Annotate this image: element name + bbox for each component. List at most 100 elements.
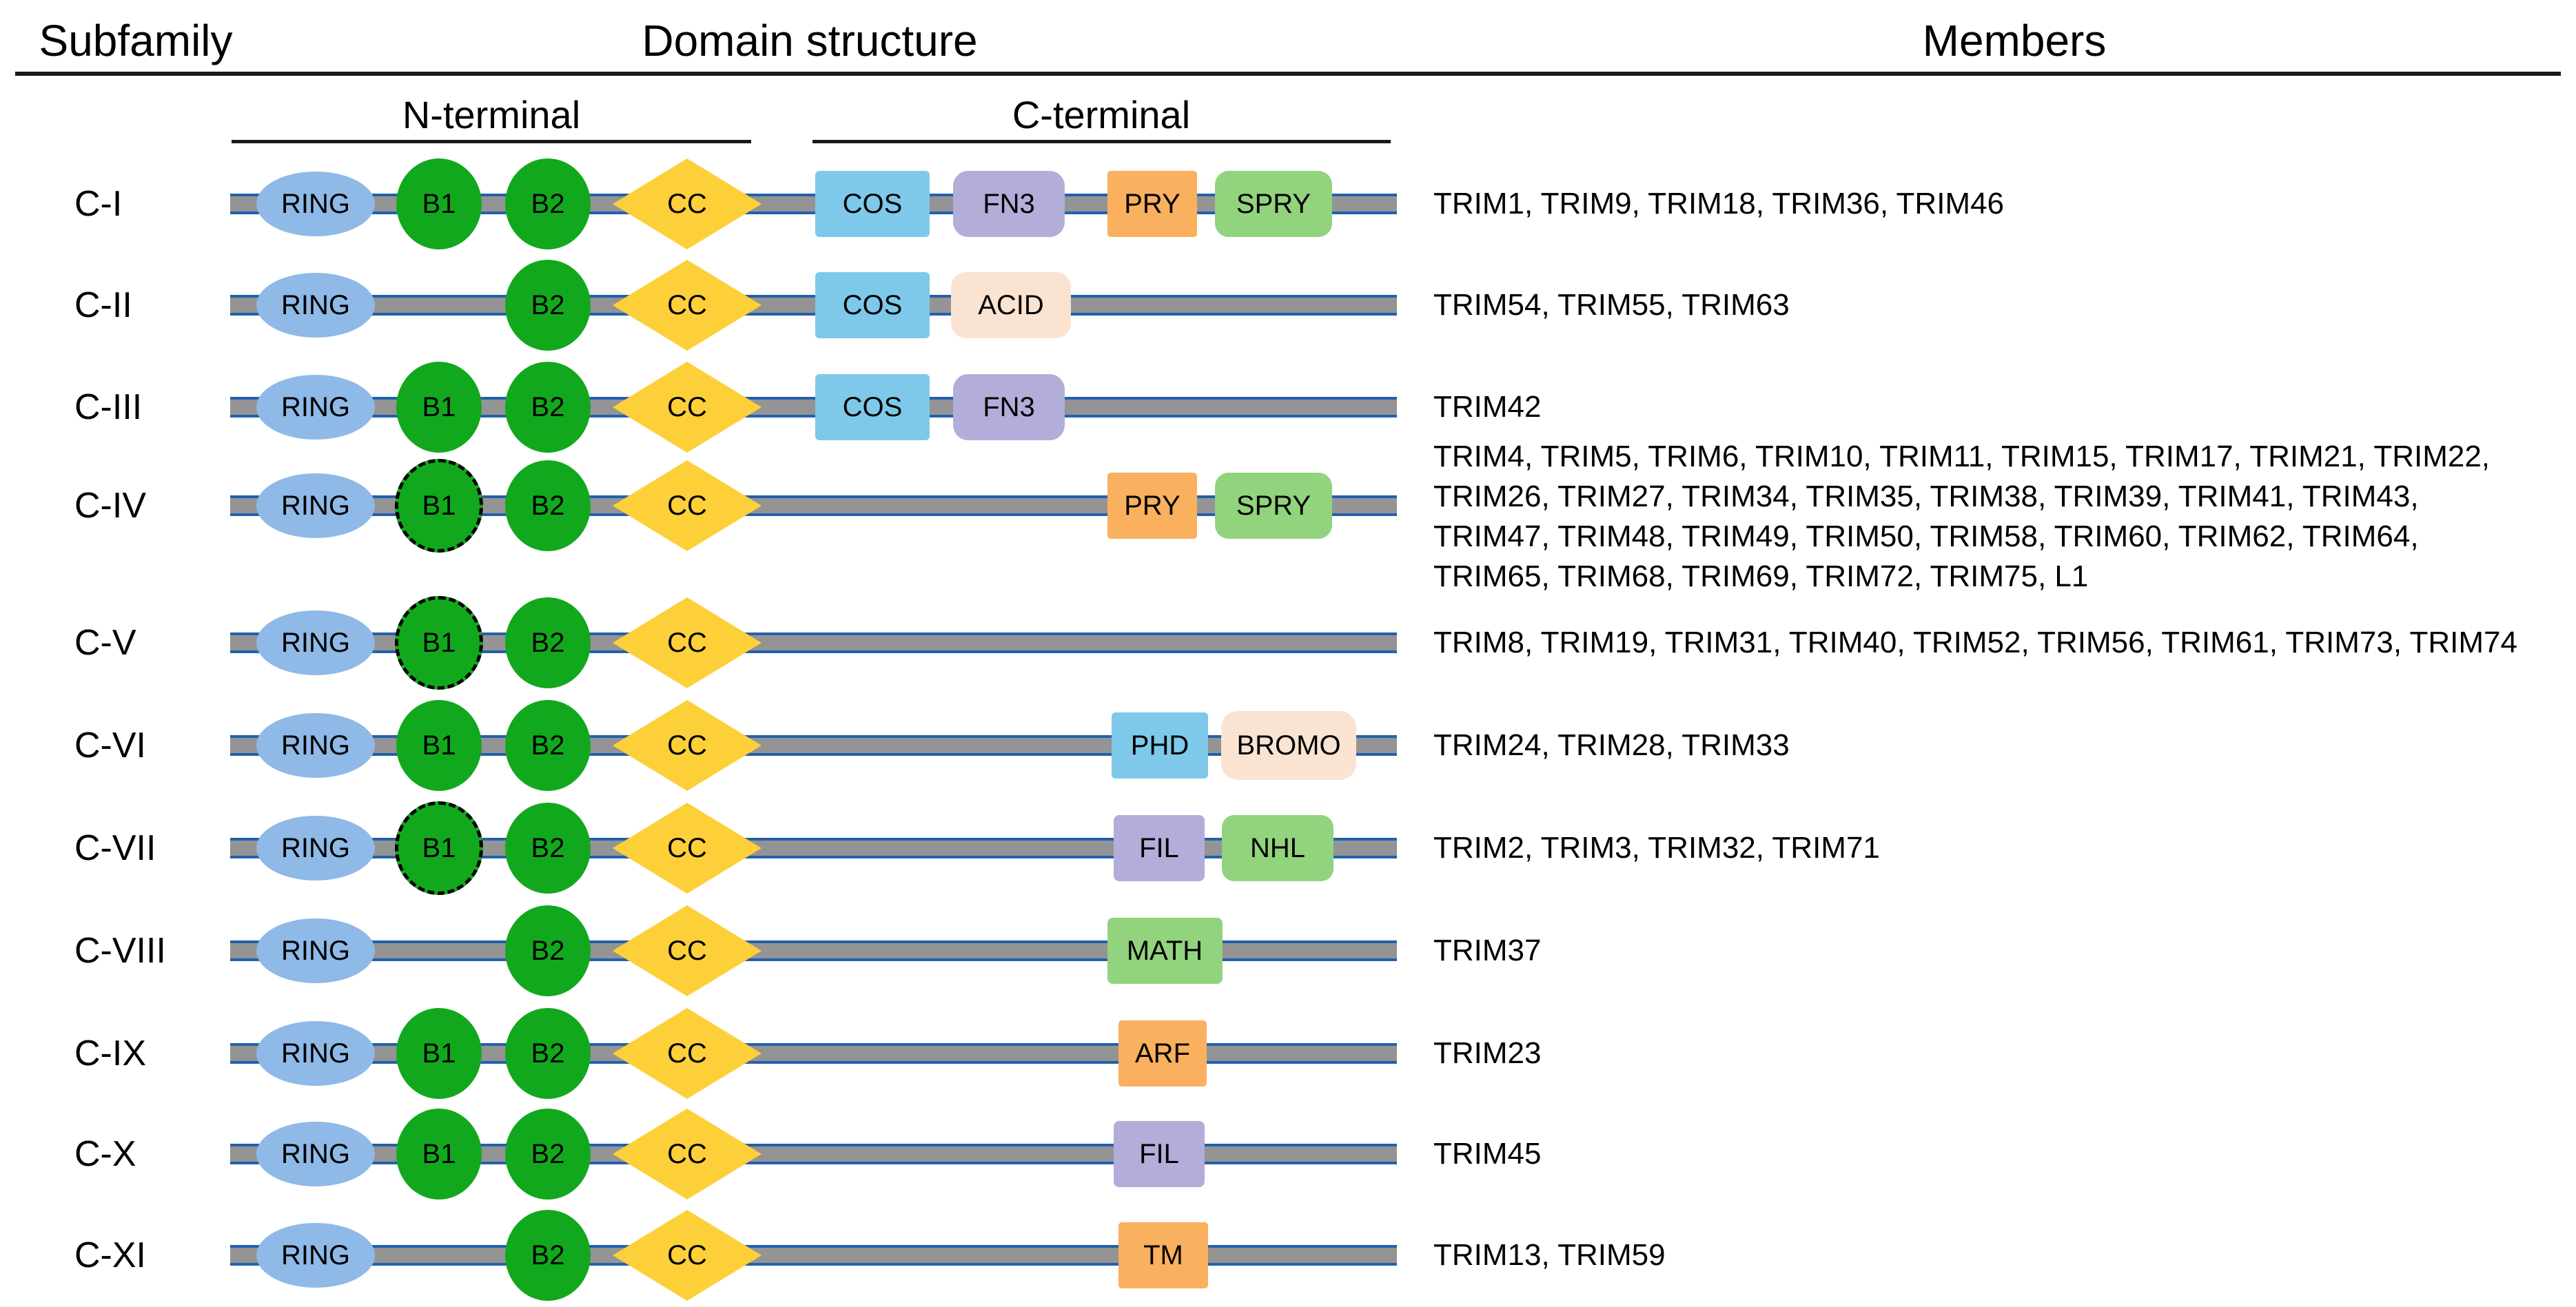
domain-label: COS <box>842 290 903 320</box>
domain-label: B2 <box>531 491 565 521</box>
domain-label: BROMO <box>1236 730 1341 761</box>
domain-ring-shape: RING <box>256 713 375 778</box>
domain-b1-shape: B1 <box>396 1109 482 1200</box>
domain-b1-shape: B1 <box>395 596 483 690</box>
domain-b1-shape: B1 <box>396 158 482 249</box>
protein-backbone-bar <box>230 295 1397 316</box>
domain-b2-shape: B2 <box>505 158 591 249</box>
domain-label: CC <box>667 189 707 219</box>
domain-label: B1 <box>422 628 456 658</box>
n-terminal-rule <box>232 140 751 143</box>
domain-ring-shape: RING <box>256 918 375 983</box>
domain-cc-shape: CC <box>613 1008 761 1099</box>
domain-label: CC <box>667 1139 707 1169</box>
c-terminal-header: C-terminal <box>1012 93 1191 136</box>
domain-nhl-shape: NHL <box>1222 815 1333 881</box>
domain-pry-shape: PRY <box>1107 473 1197 539</box>
domain-b1-shape: B1 <box>396 700 482 791</box>
domain-b2-shape: B2 <box>505 803 591 894</box>
domain-label: CC <box>667 628 707 658</box>
domain-label: CC <box>667 290 707 320</box>
domain-label: COS <box>842 392 903 422</box>
members-list: TRIM4, TRIM5, TRIM6, TRIM10, TRIM11, TRI… <box>1433 440 2491 593</box>
domain-cc-shape: CC <box>613 905 761 996</box>
domain-label: RING <box>281 833 350 863</box>
domain-label: RING <box>281 730 350 761</box>
domain-b2-shape: B2 <box>505 597 591 688</box>
members-list: TRIM45 <box>1433 1137 1542 1171</box>
subfamily-label: C-VI <box>74 725 146 765</box>
domain-b2-shape: B2 <box>505 1109 591 1200</box>
domain-label: B1 <box>422 491 456 521</box>
domain-label: NHL <box>1249 833 1306 863</box>
domain-ring-shape: RING <box>256 375 375 440</box>
domain-label: TM <box>1143 1240 1183 1270</box>
header-rule <box>15 72 2561 76</box>
domain-b2-shape: B2 <box>505 1210 591 1301</box>
c-terminal-rule <box>812 140 1391 143</box>
column-header-domain-structure: Domain structure <box>642 16 978 65</box>
domain-b1-shape: B1 <box>395 801 483 895</box>
domain-fn3-shape: FN3 <box>953 171 1065 237</box>
domain-label: B2 <box>531 1038 565 1069</box>
domain-label: CC <box>667 1038 707 1069</box>
domain-label: MATH <box>1126 936 1203 966</box>
domain-label: SPRY <box>1236 189 1311 219</box>
domain-cos-shape: COS <box>815 272 930 338</box>
domain-label: PRY <box>1124 491 1180 521</box>
domain-label: SPRY <box>1236 491 1311 521</box>
domain-cc-shape: CC <box>613 260 761 351</box>
subfamily-label: C-IX <box>74 1033 146 1073</box>
domain-label: RING <box>281 189 350 219</box>
domain-fn3-shape: FN3 <box>953 374 1065 440</box>
domain-pry-shape: PRY <box>1107 171 1197 237</box>
domain-b1-shape: B1 <box>395 459 483 553</box>
domain-label: B2 <box>531 1240 565 1270</box>
domain-label: FN3 <box>983 189 1035 219</box>
domain-fil-shape: FIL <box>1114 815 1205 881</box>
domain-cc-shape: CC <box>613 460 761 551</box>
domain-cc-shape: CC <box>613 700 761 791</box>
domain-b2-shape: B2 <box>505 700 591 791</box>
members-list: TRIM2, TRIM3, TRIM32, TRIM71 <box>1433 831 1880 865</box>
column-header-subfamily: Subfamily <box>39 16 233 65</box>
domain-label: PHD <box>1130 730 1189 761</box>
domain-ring-shape: RING <box>256 273 375 338</box>
domain-b1-shape: B1 <box>396 1008 482 1099</box>
domain-label: B2 <box>531 392 565 422</box>
subfamily-label: C-III <box>74 387 143 427</box>
domain-label: B2 <box>531 628 565 658</box>
domain-ring-shape: RING <box>256 610 375 675</box>
domain-b2-shape: B2 <box>505 362 591 453</box>
domain-label: RING <box>281 1139 350 1169</box>
domain-arf-shape: ARF <box>1118 1020 1207 1087</box>
column-header-members: Members <box>1922 16 2107 65</box>
members-list: TRIM54, TRIM55, TRIM63 <box>1433 288 1790 322</box>
domain-b2-shape: B2 <box>505 260 591 351</box>
domain-label: RING <box>281 628 350 658</box>
domain-label: RING <box>281 1240 350 1270</box>
domain-cos-shape: COS <box>815 374 930 440</box>
domain-ring-shape: RING <box>256 172 375 236</box>
domain-label: B2 <box>531 833 565 863</box>
domain-spry-shape: SPRY <box>1215 473 1332 539</box>
subfamily-label: C-XI <box>74 1235 146 1275</box>
subfamily-label: C-VIII <box>74 931 166 971</box>
domain-b1-shape: B1 <box>396 362 482 453</box>
domain-ring-shape: RING <box>256 1223 375 1288</box>
members-list: TRIM13, TRIM59 <box>1433 1238 1666 1272</box>
domain-label: B1 <box>422 1038 456 1069</box>
domain-label: PRY <box>1124 189 1180 219</box>
domain-label: CC <box>667 936 707 966</box>
domain-ring-shape: RING <box>256 816 375 881</box>
members-list: TRIM23 <box>1433 1036 1542 1070</box>
domain-label: B2 <box>531 1139 565 1169</box>
subfamily-label: C-IV <box>74 486 146 526</box>
domain-cc-shape: CC <box>613 362 761 453</box>
domain-label: FIL <box>1139 833 1179 863</box>
domain-cc-shape: CC <box>613 158 761 249</box>
domain-tm-shape: TM <box>1118 1222 1208 1288</box>
domain-cos-shape: COS <box>815 171 930 237</box>
domain-label: B2 <box>531 730 565 761</box>
domain-fil-shape: FIL <box>1114 1121 1205 1187</box>
